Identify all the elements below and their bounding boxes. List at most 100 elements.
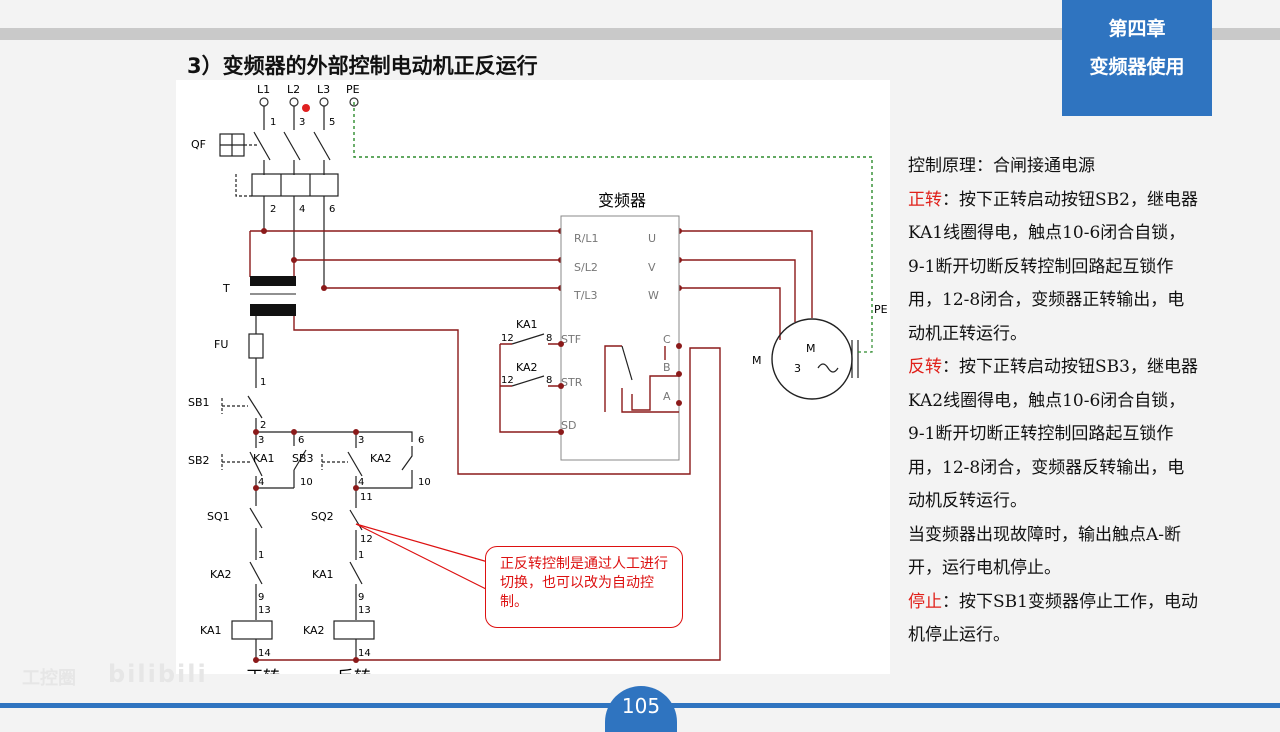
- svg-text:6: 6: [418, 435, 424, 446]
- principle-line: 控制原理：合闸接通电源: [908, 156, 1095, 176]
- svg-text:1: 1: [270, 117, 276, 128]
- label-ka2-coil: KA2: [303, 624, 325, 637]
- svg-text:2: 2: [270, 204, 276, 215]
- svg-text:13: 13: [258, 605, 271, 616]
- page-number: 105: [605, 686, 677, 732]
- svg-text:6: 6: [329, 204, 335, 215]
- term-sd: SD: [561, 419, 576, 432]
- svg-text:14: 14: [258, 648, 271, 659]
- forward-paragraph: 正转：按下正转启动按钮SB2，继电器KA1线圈得电，触点10-6闭合自锁，9-1…: [908, 184, 1198, 352]
- label-motor-phase: 3: [794, 362, 801, 375]
- inverter-box: [560, 215, 680, 461]
- svg-text:14: 14: [358, 648, 371, 659]
- stop-body: ：按下SB1变频器停止工作，电动机停止运行。: [908, 591, 1198, 646]
- term-a: A: [663, 390, 671, 403]
- pe-wire: [353, 102, 873, 332]
- svg-text:1: 1: [258, 550, 264, 561]
- label-ka2-nc: KA2: [210, 568, 232, 581]
- term-stf: STF: [561, 333, 581, 346]
- forward-head: 正转: [908, 189, 942, 210]
- cursor-dot: [302, 104, 310, 112]
- reverse-body: ：按下正转启动按钮SB3，继电器KA2线圈得电，触点10-6闭合自锁，9-1断开…: [908, 357, 1198, 511]
- svg-text:4: 4: [258, 477, 264, 488]
- fault-paragraph: 当变频器出现故障时，输出触点A-断开，运行电机停止。: [908, 524, 1182, 579]
- explanation-text: 控制原理：合闸接通电源 正转：按下正转启动按钮SB2，继电器KA1线圈得电，触点…: [908, 150, 1198, 653]
- label-t: T: [222, 282, 230, 295]
- label-ka1-stf: KA1: [516, 318, 538, 331]
- label-ka2-str: KA2: [516, 361, 538, 374]
- svg-text:4: 4: [358, 477, 364, 488]
- reverse-head: 反转: [908, 357, 942, 377]
- svg-text:2: 2: [260, 420, 266, 431]
- transformer-top: [250, 276, 296, 286]
- term-c: C: [663, 333, 671, 346]
- label-ka1-contact: KA1: [253, 452, 275, 465]
- label-sb3: SB3: [292, 452, 314, 465]
- label-ka2-contact: KA2: [370, 452, 392, 465]
- control-circuit: [221, 316, 413, 660]
- breaker-qf: [219, 106, 339, 287]
- svg-text:3: 3: [358, 435, 364, 446]
- svg-text:12: 12: [501, 375, 514, 386]
- term-tl3: T/L3: [573, 289, 598, 302]
- section-label: 变频器使用: [1089, 56, 1185, 78]
- watermark-left: 工控圈: [22, 668, 76, 689]
- phase-pe: PE: [346, 83, 360, 96]
- inverter-title: 变频器: [598, 191, 646, 210]
- svg-text:6: 6: [298, 435, 304, 446]
- power-wires: [249, 230, 813, 661]
- callout-note: 正反转控制是通过人工进行切换，也可以改为自动控制。: [485, 546, 683, 628]
- reverse-paragraph: 反转：按下正转启动按钮SB3，继电器KA2线圈得电，触点10-6闭合自锁，9-1…: [908, 351, 1198, 519]
- label-pe-motor: PE: [874, 303, 888, 316]
- svg-text:9: 9: [358, 592, 364, 603]
- stop-paragraph: 停止：按下SB1变频器停止工作，电动机停止运行。: [908, 586, 1198, 653]
- term-str: STR: [561, 376, 583, 389]
- motor: [771, 318, 853, 400]
- chapter-tab: 第四章 变频器使用: [1062, 0, 1212, 116]
- label-qf: QF: [191, 138, 206, 151]
- phase-l2: L2: [287, 83, 300, 96]
- svg-text:13: 13: [358, 605, 371, 616]
- transformer-bottom: [250, 304, 296, 316]
- term-w: W: [648, 289, 659, 302]
- stop-head: 停止: [908, 591, 942, 612]
- svg-text:1: 1: [358, 550, 364, 561]
- forward-body: ：按下正转启动按钮SB2，继电器KA1线圈得电，触点10-6闭合自锁，9-1断开…: [908, 189, 1198, 344]
- svg-text:10: 10: [300, 477, 313, 488]
- label-reverse: 反转: [337, 668, 371, 674]
- svg-text:4: 4: [299, 204, 305, 215]
- label-sb1: SB1: [188, 396, 210, 409]
- term-rl1: R/L1: [574, 232, 598, 245]
- svg-text:9: 9: [258, 592, 264, 603]
- term-sl2: S/L2: [574, 261, 598, 274]
- label-sb2: SB2: [188, 454, 210, 467]
- label-m-outer: M: [752, 354, 762, 367]
- label-sq2: SQ2: [311, 510, 334, 523]
- label-ka1-nc: KA1: [312, 568, 334, 581]
- svg-text:3: 3: [258, 435, 264, 446]
- svg-text:5: 5: [329, 117, 335, 128]
- svg-text:10: 10: [418, 477, 431, 488]
- svg-text:3: 3: [299, 117, 305, 128]
- label-ka1-coil: KA1: [200, 624, 222, 637]
- label-fu: FU: [214, 338, 228, 351]
- top-bar: [0, 28, 1280, 40]
- term-u: U: [648, 232, 656, 245]
- svg-text:12: 12: [501, 333, 514, 344]
- term-v: V: [648, 261, 656, 274]
- label-sq1: SQ1: [207, 510, 230, 523]
- svg-text:12: 12: [360, 534, 373, 545]
- phase-l3: L3: [317, 83, 330, 96]
- label-forward: 正转: [246, 668, 280, 674]
- slide-title: 3）变频器的外部控制电动机正反运行: [187, 54, 538, 78]
- svg-text:8: 8: [546, 333, 552, 344]
- term-b: B: [663, 361, 671, 374]
- callout-pointers: [355, 523, 489, 591]
- phase-l1: L1: [257, 83, 270, 96]
- watermark-right: bilibili: [108, 660, 208, 688]
- label-motor-m: M: [806, 342, 816, 355]
- svg-text:11: 11: [360, 492, 373, 503]
- svg-text:1: 1: [260, 377, 266, 388]
